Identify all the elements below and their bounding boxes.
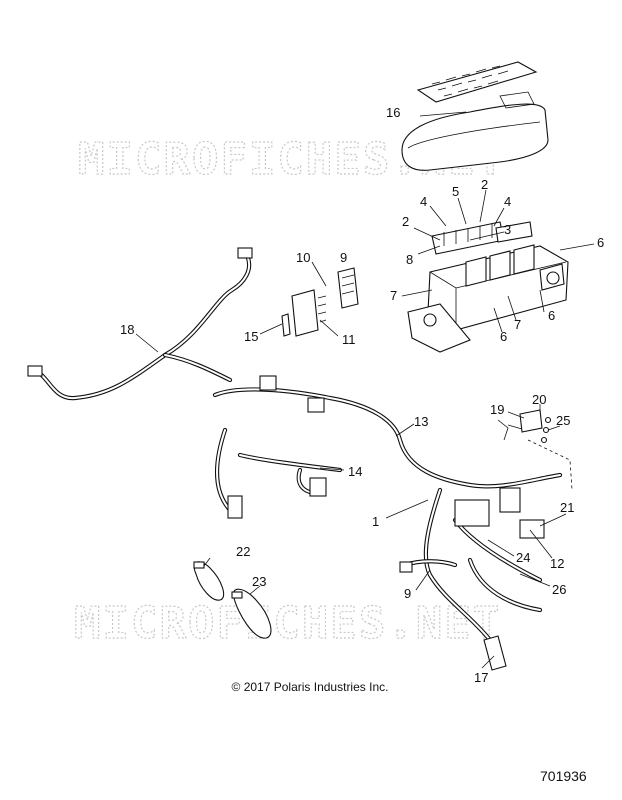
callout-18: 18 — [120, 322, 134, 337]
callout-6c: 6 — [548, 308, 555, 323]
callout-16: 16 — [386, 105, 400, 120]
part-20-terminal-block — [519, 409, 552, 444]
part-fuse-box-base — [407, 244, 569, 353]
callout-15: 15 — [244, 329, 258, 344]
part-23-tie — [231, 588, 272, 639]
callout-25: 25 — [556, 413, 570, 428]
callout-22: 22 — [236, 544, 250, 559]
callout-21: 21 — [560, 500, 574, 515]
callout-19: 19 — [490, 402, 504, 417]
copyright-notice: © 2017 Polaris Industries Inc. — [231, 680, 389, 694]
parts-relay-module — [281, 267, 359, 337]
callout-9: 9 — [340, 250, 347, 265]
callout-14: 14 — [348, 464, 362, 479]
parts-fuses-relays — [431, 221, 533, 255]
part-22-tie — [193, 561, 225, 601]
callout-12: 12 — [550, 556, 564, 571]
callout-6: 6 — [597, 235, 604, 250]
callout-24: 24 — [516, 550, 530, 565]
callout-labels: 16 4 5 2 4 2 3 8 6 7 7 6 6 10 9 15 11 18… — [120, 105, 604, 685]
callout-26: 26 — [552, 582, 566, 597]
callout-4: 4 — [420, 194, 427, 209]
callout-1: 1 — [372, 514, 379, 529]
callout-7: 7 — [390, 288, 397, 303]
callout-23: 23 — [252, 574, 266, 589]
callout-4b: 4 — [504, 194, 511, 209]
callout-13: 13 — [414, 414, 428, 429]
callout-17: 17 — [474, 670, 488, 685]
callout-11: 11 — [342, 332, 356, 347]
callout-2: 2 — [481, 177, 488, 192]
callout-6b: 6 — [500, 329, 507, 344]
part-18-harness — [27, 247, 253, 401]
watermark-bottom: MICROFICHES.NET — [74, 598, 501, 649]
callout-3: 3 — [504, 222, 511, 237]
part-16-fuse-box-cover — [401, 61, 549, 171]
callout-2b: 2 — [402, 214, 409, 229]
callout-8: 8 — [406, 252, 413, 267]
callout-9b: 9 — [404, 586, 411, 601]
leader-lines — [135, 111, 595, 669]
callout-20: 20 — [532, 392, 546, 407]
callout-10: 10 — [296, 250, 310, 265]
callout-7b: 7 — [514, 317, 521, 332]
drawing-number: 701936 — [540, 768, 587, 784]
callout-5: 5 — [452, 184, 459, 199]
part-1-main-harness — [212, 375, 573, 671]
